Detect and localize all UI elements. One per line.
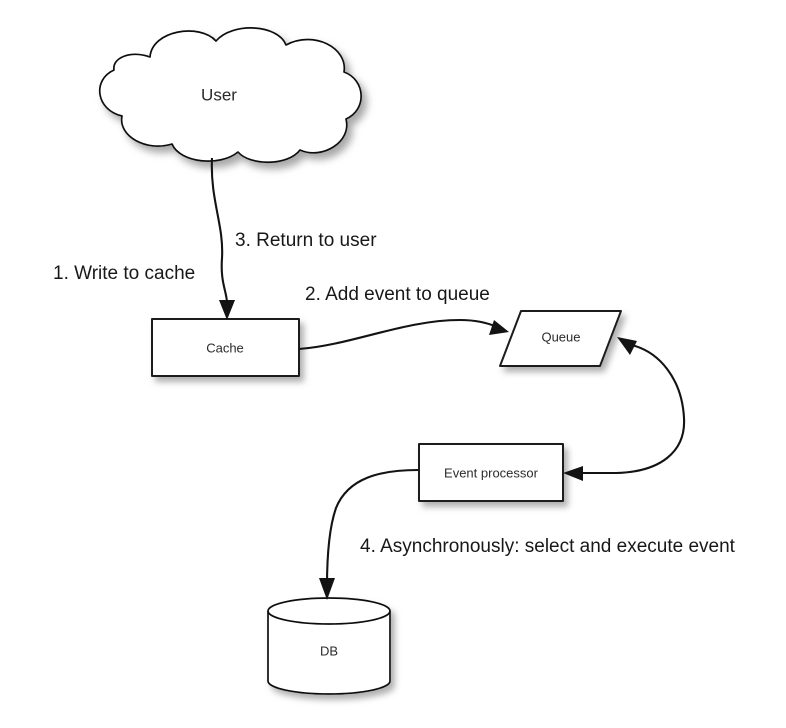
edge-queue-event-processor xyxy=(563,337,686,481)
step-label-1: 1. Write to cache xyxy=(53,263,195,284)
queue-label: Queue xyxy=(541,329,580,344)
edge-to-event-processor-arrowhead xyxy=(563,466,583,481)
edge-cache-to-queue-arrowhead xyxy=(489,320,509,335)
edge-cache-to-queue xyxy=(298,318,509,351)
cache-rect-shape xyxy=(151,318,300,377)
db-cylinder-shape xyxy=(267,597,391,695)
edge-to-queue-arrowhead xyxy=(617,337,637,355)
event-processor-label: Event processor xyxy=(444,465,539,480)
node-queue[interactable]: Queue xyxy=(499,310,622,367)
node-db[interactable]: DB xyxy=(267,597,391,695)
event-processor-rect-shape xyxy=(418,443,564,502)
edge-queue-event-processor-line xyxy=(575,342,686,475)
step-label-3: 3. Return to user xyxy=(235,230,377,251)
user-cloud-shape xyxy=(98,27,362,164)
user-label: User xyxy=(201,85,237,104)
edge-user-to-cache xyxy=(210,157,235,320)
queue-parallelogram-shape xyxy=(499,310,622,367)
cache-label: Cache xyxy=(206,340,244,355)
edge-user-to-cache-arrowhead xyxy=(219,300,235,320)
node-user[interactable]: User xyxy=(98,27,362,164)
edge-user-to-cache-line xyxy=(210,157,229,309)
edge-event-processor-to-db-arrowhead xyxy=(319,578,335,600)
step-label-2: 2. Add event to queue xyxy=(305,284,490,305)
node-event-processor[interactable]: Event processor xyxy=(418,443,564,502)
step-label-4: 4. Asynchronously: select and execute ev… xyxy=(360,536,736,557)
node-cache[interactable]: Cache xyxy=(151,318,300,377)
db-label: DB xyxy=(320,643,338,658)
edge-event-processor-to-db xyxy=(319,468,419,600)
edge-cache-to-queue-line xyxy=(298,318,498,351)
edge-event-processor-to-db-line xyxy=(325,468,419,587)
